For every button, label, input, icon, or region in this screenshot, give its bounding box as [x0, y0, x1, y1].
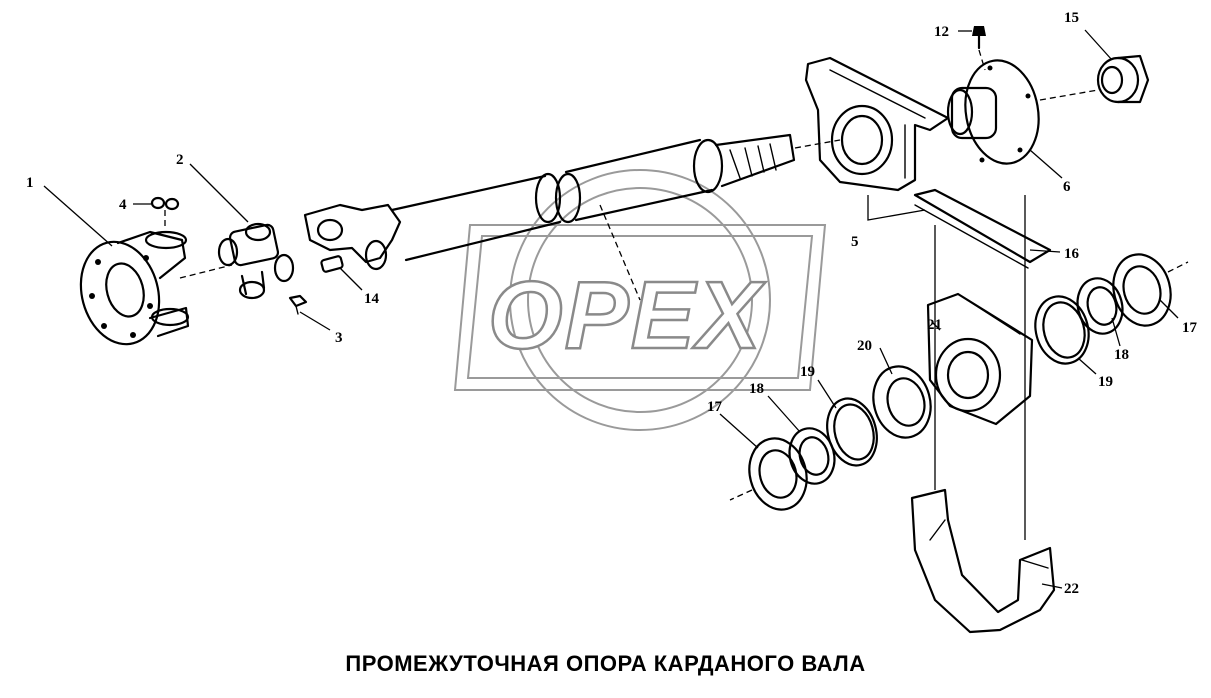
callout-16: 16 [1064, 246, 1080, 262]
callout-15: 15 [1064, 10, 1079, 26]
callout-22: 22 [1064, 581, 1079, 597]
rubber-cushion [926, 292, 1034, 426]
callout-12: 12 [934, 24, 949, 40]
flange-nut [1096, 54, 1150, 104]
snap-ring-right [1034, 295, 1090, 365]
mounting-plate [913, 188, 1052, 269]
callout-5: 5 [851, 234, 859, 250]
callout-20: 20 [857, 338, 872, 354]
flange-bolt [972, 26, 986, 71]
seal-left [729, 437, 808, 511]
callout-21: 21 [927, 317, 942, 333]
callout-2: 2 [176, 152, 184, 168]
callout-19-left: 19 [800, 364, 815, 380]
grease-fitting [150, 196, 180, 228]
watermark-text: OPEX [488, 262, 766, 369]
callout-17-left: 17 [707, 399, 723, 415]
callout-6: 6 [1063, 179, 1071, 195]
bolt [288, 294, 308, 315]
propeller-shaft [303, 133, 841, 301]
center-bearing-support [804, 56, 950, 221]
callout-17-right: 17 [1182, 320, 1198, 336]
snap-ring-left [826, 397, 878, 467]
companion-flange [946, 59, 1099, 165]
callout-18-left: 18 [749, 381, 764, 397]
callout-19-right: 19 [1098, 374, 1113, 390]
watermark-logo: OPEX [453, 169, 827, 431]
callout-14: 14 [364, 291, 380, 307]
callout-1: 1 [26, 175, 34, 191]
flange-yoke [79, 230, 233, 346]
diagram-title: ПРОМЕЖУТОЧНАЯ ОПОРА КАРДАНОГО ВАЛА [345, 651, 866, 676]
bearing [872, 365, 932, 439]
leader-lines [43, 29, 1179, 589]
washer-right [1076, 277, 1124, 335]
callout-4: 4 [119, 197, 127, 213]
pin [320, 255, 344, 273]
callout-18-right: 18 [1114, 347, 1129, 363]
u-strap [910, 488, 1056, 634]
washer-left [788, 427, 836, 485]
callout-3: 3 [335, 330, 343, 346]
seal-right [1112, 253, 1189, 327]
callout-labels: 1 2 3 4 5 6 12 14 15 16 17 18 19 21 20 1… [26, 10, 1198, 597]
universal-joint-cross [217, 222, 295, 300]
